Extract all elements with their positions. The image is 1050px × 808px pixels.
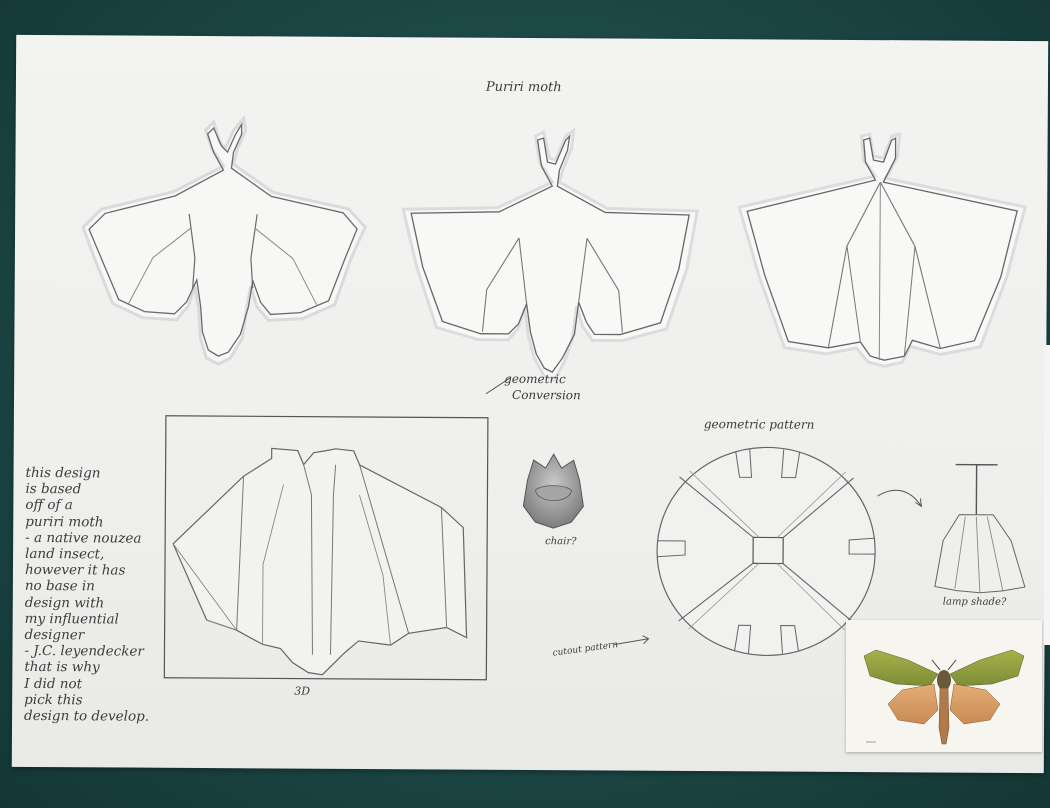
note-line: - a native nouzea (25, 530, 185, 547)
paper-edge (1044, 345, 1050, 645)
puriri-moth-photo (846, 620, 1042, 752)
moth-cutout-icon (72, 107, 373, 349)
caption-geometric: geometric (504, 372, 566, 386)
note-line: no base in (25, 578, 185, 595)
caption-conversion: Conversion (512, 388, 581, 402)
lamp-sketch-icon (925, 460, 1036, 601)
note-line: however it has (25, 562, 185, 579)
caption-cutout-pattern: cutout pattern (552, 640, 619, 659)
note-line: design with (25, 595, 185, 612)
caption-chair: chair? (545, 536, 576, 547)
note-line: land insect, (25, 546, 185, 563)
caption-lamp-shade: lamp shade? (943, 597, 1007, 608)
note-line: this design (26, 465, 186, 482)
moth-reference-photo (846, 620, 1042, 752)
chair-sketch-icon (513, 450, 593, 530)
note-line: is based (25, 481, 185, 498)
arrow-icon (875, 484, 925, 514)
note-line: I did not (24, 676, 184, 693)
arrow-icon (482, 376, 512, 396)
design-notes: this design is based off of a puriri mot… (24, 465, 186, 725)
note-line: that is why (24, 659, 184, 676)
note-line: off of a (25, 497, 185, 514)
geometric-moth-icon (396, 117, 708, 379)
note-line: design to develop. (24, 708, 184, 725)
arrow-icon (613, 635, 653, 649)
note-line: my influential (25, 611, 185, 628)
sheet-title: Puriri moth (486, 80, 562, 95)
folded-moth-icon (734, 125, 1025, 367)
note-line: pick this (24, 692, 184, 709)
caption-geometric-pattern: geometric pattern (704, 417, 815, 432)
caption-3d: 3D (294, 685, 310, 698)
note-line: puriri moth (25, 514, 185, 531)
note-line: designer (25, 627, 185, 644)
note-line: - J.C. leyendecker (24, 643, 184, 660)
moth-3d-sketch (162, 414, 494, 682)
